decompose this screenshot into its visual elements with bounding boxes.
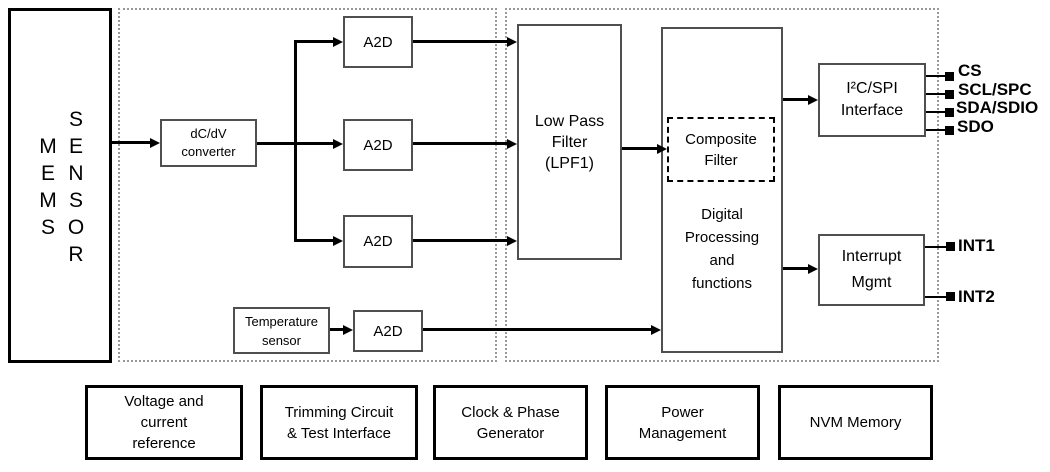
pin-line-sdo [926,129,948,131]
digital-processing-label: Digital Processing and functions [684,206,760,292]
digital-processing-block [661,27,783,353]
arrow-digital-to-i2c [783,94,818,105]
arrow-temp-to-a2d [330,324,353,335]
arrow-digital-to-interrupt [783,263,818,274]
pin-square-sda-sdio [945,108,954,117]
interrupt-mgmt-block: Interrupt Mgmt [818,234,925,306]
digital-chain-region [505,8,939,362]
a2d-block-temperature: A2D [353,310,423,352]
low-pass-filter-block: Low Pass Filter (LPF1) [517,24,622,260]
pin-label-cs: CS [958,61,982,80]
clock-phase-block: Clock & Phase Generator [433,385,588,460]
arrow-branch-to-a2d3 [294,235,343,246]
pin-line-int2 [925,296,949,298]
arrow-branch-to-a2d1 [294,36,343,47]
dcdv-converter-block: dC/dV converter [160,119,257,167]
pin-label-int2: INT2 [958,287,995,306]
arrow-a2d3-to-lpf [413,235,517,246]
pin-line-int1 [925,246,949,248]
pin-line-scl-spc [926,93,948,95]
pin-square-scl-spc [945,90,954,99]
pin-square-int1 [946,242,955,251]
arrow-a2d1-to-lpf [413,36,517,47]
pin-square-cs [945,72,954,81]
arrow-a2d-temp-to-digital [423,324,661,335]
pin-line-cs [926,75,948,77]
pin-square-sdo [945,126,954,135]
a2d-block-1: A2D [343,16,413,68]
pin-label-sda-sdio: SDA/SDIO [956,98,1039,117]
pin-square-int2 [946,292,955,301]
temperature-sensor-block: Temperature sensor [233,307,330,354]
arrow-mems-to-dcdv [111,137,160,148]
i2c-spi-interface-block: I²C/SPI Interface [818,63,926,137]
pin-label-scl-spc: SCL/SPC [958,80,1032,99]
analog-chain-region [118,8,497,362]
trimming-test-block: Trimming Circuit & Test Interface [260,385,418,460]
a2d-block-2: A2D [343,119,413,171]
a2d-block-3: A2D [343,215,413,268]
mems-sensor-block [8,8,112,363]
power-management-block: Power Management [605,385,760,460]
arrow-a2d2-to-lpf [413,138,517,149]
pin-label-int1: INT1 [958,236,995,255]
pin-label-sdo: SDO [957,117,994,136]
arrow-lpf-to-composite [622,143,667,154]
pin-line-sda-sdio [926,111,948,113]
composite-filter-block: Composite Filter [667,117,775,182]
branch-line-vertical [294,40,297,242]
voltage-reference-block: Voltage and current reference [85,385,243,460]
nvm-memory-block: NVM Memory [778,385,933,460]
